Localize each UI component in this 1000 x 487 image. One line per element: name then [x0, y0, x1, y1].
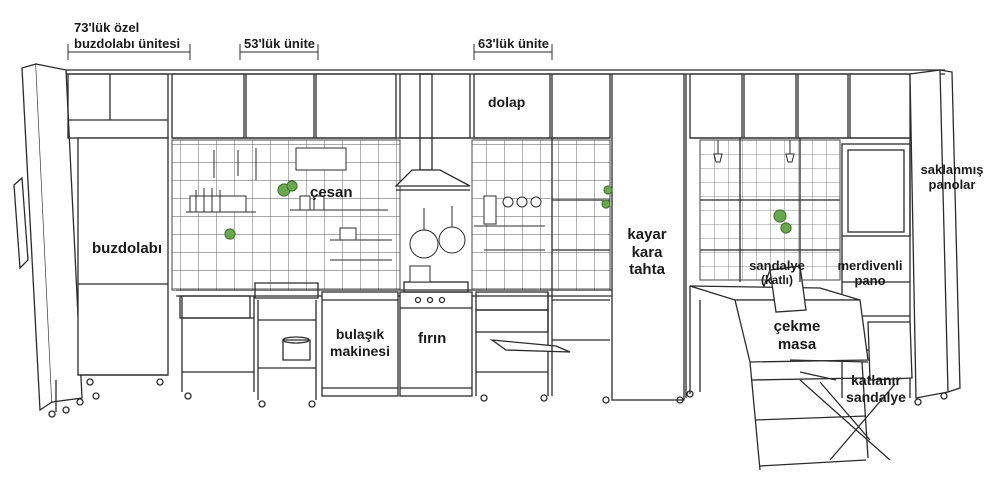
cesan-label: çesan	[310, 184, 353, 201]
bulasik-makinesi-label: bulaşık makinesi	[328, 326, 392, 359]
panolar-line: panolar	[928, 177, 976, 193]
sandalye-katli-label: sandalye (katlı)	[742, 258, 812, 287]
main-frame	[13, 63, 961, 471]
dimension-lines	[67, 44, 553, 60]
katlanir-line: katlanır	[851, 372, 901, 388]
sandalye-katli-line1: sandalye	[749, 258, 805, 273]
dolap-label: dolap	[488, 94, 526, 110]
unit-53-label: 53'lük ünite	[244, 36, 315, 51]
bulasik-makinesi-line1: bulaşık	[335, 326, 385, 342]
cekme-masa-label: çekme masa	[752, 318, 842, 353]
sandalye-line: sandalye	[846, 388, 906, 405]
sandalye-katli-line2: (katlı)	[760, 273, 793, 288]
merdivenli-pano-label: merdivenli pano	[832, 258, 908, 289]
unit-73-label-line2: buzdolabı ünitesi	[74, 36, 181, 51]
unit-73-label-line1: 73'lük özel	[74, 20, 140, 35]
kitchen-accessories	[186, 140, 795, 283]
kara-line: kara	[631, 243, 663, 261]
tahta-line: tahta	[629, 261, 665, 279]
plants	[224, 180, 792, 240]
buzdolabi-label: buzdolabı	[92, 240, 162, 257]
katlanir-sandalye-label: katlanır sandalye	[836, 372, 916, 405]
firin-label: fırın	[418, 330, 447, 347]
unit-63-label: 63'lük ünite	[478, 36, 549, 51]
cekme-line: çekme	[773, 318, 821, 335]
saklanmis-panolar-label: saklanmış panolar	[916, 162, 988, 193]
kayar-kara-tahta-label: kayar kara tahta	[616, 226, 678, 279]
pano-line: pano	[854, 273, 886, 289]
bulasik-makinesi-line2: makinesi	[330, 342, 390, 359]
kayar-line: kayar	[627, 226, 667, 243]
saklanmis-line: saklanmış	[920, 162, 984, 177]
merdivenli-line: merdivenli	[837, 258, 903, 273]
masa-line: masa	[777, 335, 817, 353]
